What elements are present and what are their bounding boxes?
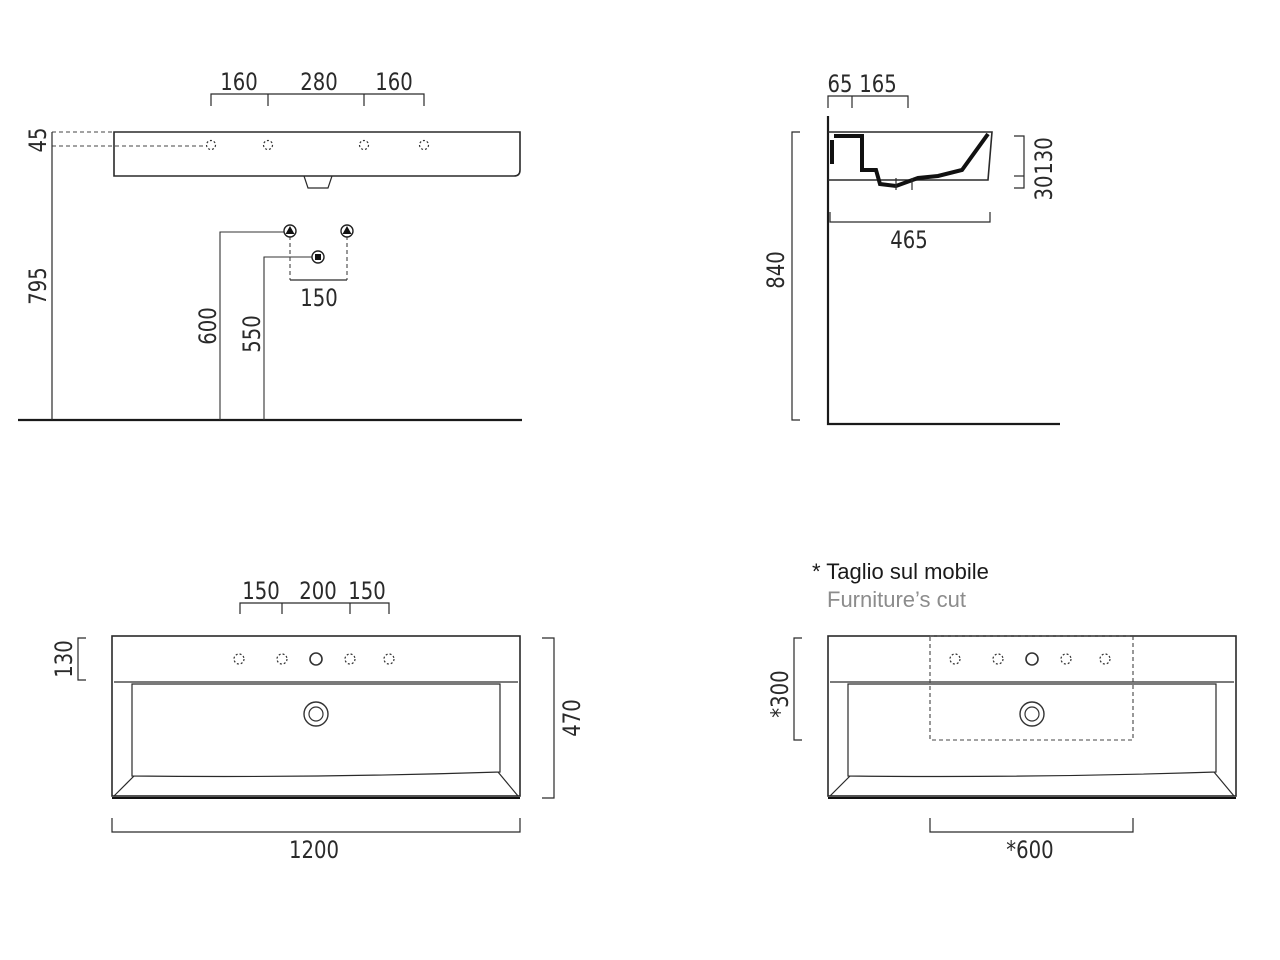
tap-hole [949,653,961,665]
tap-hole [383,653,395,665]
dim-label-130: 130 [51,640,78,678]
dim-line-300 [793,637,802,741]
bowl-outline [847,683,1217,778]
dim-label-65: 65 [827,71,852,98]
note-taglio: * Taglio sul mobile [812,559,989,584]
dim-label-200: 200 [299,578,337,605]
drain-icon [1019,701,1045,727]
bowl-corner [829,775,851,797]
dim-line-top [210,93,425,106]
dim-label-600: 600 [195,307,222,345]
tap-hole [1099,653,1111,665]
waste-line-550 [263,256,314,420]
basin-side-outline [828,131,993,181]
dim-label-45: 45 [25,127,52,152]
dim-line-600 [929,818,1134,833]
dim-label-795: 795 [25,267,52,305]
dim-label-150: 150 [300,285,338,312]
side-view: 65 165 465 840 30 130 [763,71,1060,426]
note-furniture-cut: Furniture’s cut [827,587,966,612]
dim-label-150-left: 150 [242,578,280,605]
drain-stub [303,175,333,189]
dim-label-465: 465 [890,227,928,254]
dim-label-1200: 1200 [289,837,339,864]
bowl-outline [131,683,501,778]
dim-label-300: *300 [767,670,794,717]
tap-hole-main [309,652,323,666]
dim-label-150-right: 150 [348,578,386,605]
bowl-corner [1213,771,1235,797]
bowl-corner [113,775,135,797]
tap-hole [205,139,217,151]
dim-line-130 [1014,135,1025,189]
dim-label-160-right: 160 [375,69,413,96]
dim-line-1200 [111,818,521,833]
tap-hole [992,653,1004,665]
drain-icon [303,701,329,727]
front-view: 160 280 160 150 45 795 600 550 [18,69,522,422]
waste-outlet-icon [311,250,325,264]
dim-line-465 [829,212,991,223]
dim-label-280: 280 [300,69,338,96]
supply-line-600 [219,231,285,420]
tap-hole [358,139,370,151]
dim-label-840: 840 [763,251,790,289]
dim-line-840 [791,131,800,421]
basin-bowl-profile [834,132,990,189]
tap-hole [344,653,356,665]
dim-line-470 [542,637,555,799]
dim-line-top [239,602,390,614]
basin-top-outline [111,635,521,797]
top-view: 150 200 150 1200 130 470 [51,578,586,864]
dim-label-30: 30 [1031,175,1058,200]
dim-label-130: 130 [1031,137,1058,175]
cut-area [929,635,1134,741]
dim-label-600: *600 [1006,837,1053,864]
tap-hole [418,139,430,151]
wall-floor-outline [826,116,1060,426]
dim-label-165: 165 [859,71,897,98]
dim-line-top [827,95,909,108]
bowl-corner [497,771,519,797]
dim-label-550: 550 [239,315,266,353]
tap-hole [1060,653,1072,665]
tap-hole [262,139,274,151]
tap-hole [276,653,288,665]
tap-hole-main [1025,652,1039,666]
water-supply-icon [340,224,354,238]
basin-front-outline [113,131,521,177]
water-supply-icon [283,224,297,238]
dim-label-160-left: 160 [220,69,258,96]
tap-hole [233,653,245,665]
dim-line-130 [77,637,86,681]
dim-label-470: 470 [559,699,586,737]
cut-view: * Taglio sul mobile Furniture’s cut *600… [767,559,1237,865]
